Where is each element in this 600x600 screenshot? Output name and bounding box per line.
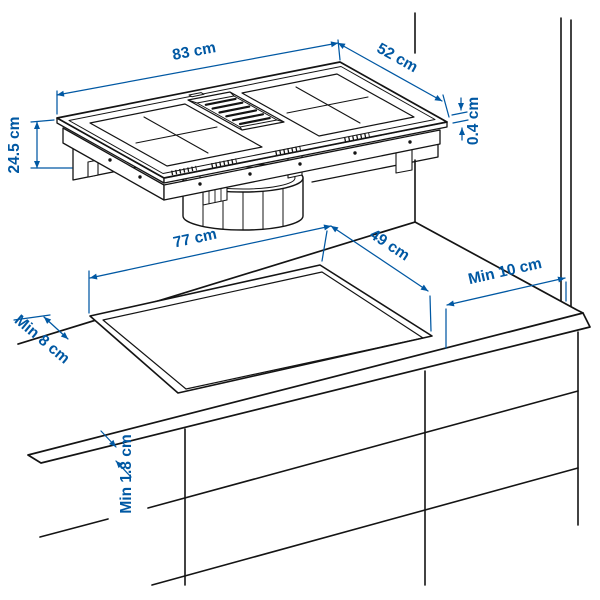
worktop-cutout (89, 264, 433, 394)
grille-slats (204, 97, 271, 126)
right-wall (560, 17, 572, 310)
cabinet-illustration (39, 331, 579, 586)
dimension-label-hob-height: 24.5 cm (6, 117, 23, 174)
touch-controls (171, 132, 370, 176)
extractor-grille (187, 91, 285, 131)
dimension-label-rim-height: 0.4 cm (465, 97, 482, 145)
cooking-zone-left (89, 103, 263, 167)
dimension-worktop-thickness: Min 1.8 cm (100, 430, 135, 514)
skirt-screw-dots (108, 140, 412, 186)
drawer-line-top (39, 390, 579, 538)
dimension-label-worktop-thickness: Min 1.8 cm (118, 434, 135, 513)
hob-skirt (62, 127, 441, 201)
dimension-label-cutout-width: 77 cm (172, 226, 219, 252)
drawer-line-bottom (151, 467, 579, 586)
dimension-label-hob-width: 83 cm (171, 39, 217, 64)
dimension-label-hob-depth: 52 cm (374, 40, 421, 76)
worktop-illustration (17, 221, 591, 464)
dimension-rim-height: 0.4 cm (451, 97, 482, 145)
dimension-hob-height: 24.5 cm (6, 117, 73, 174)
hob-illustration (56, 61, 448, 231)
